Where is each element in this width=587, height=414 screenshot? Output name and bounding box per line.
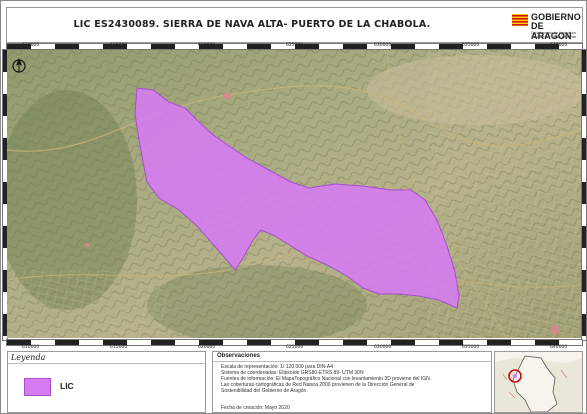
legend-label-lic: LIC	[60, 381, 74, 391]
creation-date: Fecha de creación: Mayo 2020	[221, 405, 290, 411]
legend-panel: Leyenda LIC	[7, 351, 206, 413]
map-canvas	[7, 50, 581, 338]
coordinate-ruler-right	[581, 49, 587, 341]
aragon-shield-icon	[512, 14, 528, 26]
inset-canvas	[495, 355, 582, 412]
x-tick-top: 620000	[198, 43, 216, 48]
gobierno-aragon-logo: GOBIERNO DE ARAGON Departamento de Agric…	[509, 11, 581, 41]
logo-line-2: DE ARAGON	[531, 21, 572, 41]
x-tick-top: 615000	[110, 43, 128, 48]
topographic-map[interactable]	[7, 50, 581, 338]
title-bar: LIC ES2430089. SIERRA DE NAVA ALTA- PUER…	[6, 7, 583, 43]
lic-area[interactable]	[134, 87, 460, 309]
observaciones-line: Fuentes de información: El MapaTopográfi…	[221, 376, 432, 382]
coordinate-ruler-top	[6, 43, 583, 50]
observaciones-line: Las coberturas cartográficas de Red Natu…	[221, 382, 415, 388]
coordinate-ruler-bottom	[6, 339, 583, 346]
x-tick-top: 640000	[550, 43, 568, 48]
aragon-region-outline	[512, 355, 558, 412]
x-tick-bottom: 640000	[550, 345, 568, 350]
legend-divider	[8, 363, 205, 364]
observaciones-line: Escala de representación: 1/ 120.000 par…	[221, 364, 334, 370]
x-tick-bottom: 635000	[462, 345, 480, 350]
location-marker-icon	[508, 369, 522, 383]
observaciones-panel: Observaciones Escala de representación: …	[212, 351, 492, 413]
logo-line-1: GOBIERNO	[531, 12, 581, 22]
x-tick-bottom: 625000	[286, 345, 304, 350]
x-tick-bottom: 610000	[22, 345, 40, 350]
north-arrow-icon	[12, 58, 26, 73]
x-tick-bottom: 620000	[198, 345, 216, 350]
logo-line-3: Departamento de Agricultura, Ganadería y…	[531, 31, 577, 39]
observaciones-line: Sistema de coordenadas: Elipsoide GRS80-…	[221, 370, 364, 376]
x-tick-top: 610000	[22, 43, 40, 48]
map-title: LIC ES2430089. SIERRA DE NAVA ALTA- PUER…	[73, 19, 431, 30]
legend-swatch-lic	[24, 378, 51, 396]
observaciones-body: Escala de representación: 1/ 120.000 par…	[221, 364, 487, 394]
x-tick-bottom: 630000	[374, 345, 392, 350]
observaciones-divider	[213, 361, 491, 362]
observaciones-heading: Observaciones	[217, 353, 261, 359]
observaciones-line: Sostenibilidad del Gobierno de Aragón.	[221, 388, 308, 394]
legend-heading: Leyenda	[11, 353, 46, 362]
location-inset-map	[494, 351, 583, 413]
x-tick-top: 635000	[462, 43, 480, 48]
x-tick-bottom: 615000	[110, 345, 128, 350]
x-tick-top: 625000	[286, 43, 304, 48]
x-tick-top: 630000	[374, 43, 392, 48]
